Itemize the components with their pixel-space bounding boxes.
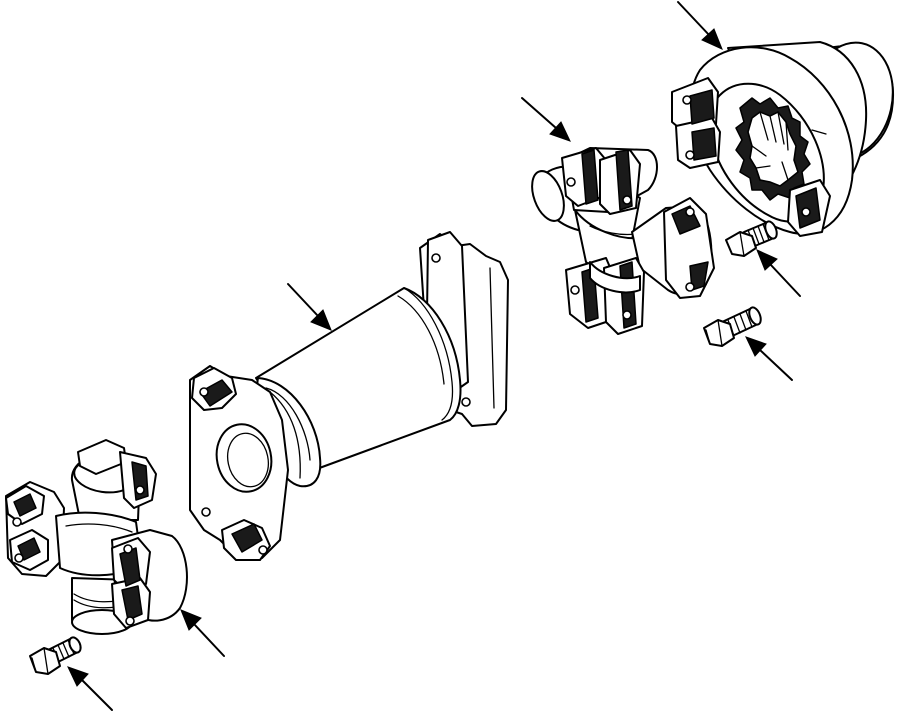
lower-cross bbox=[5, 439, 188, 635]
arrow-lower-bolt bbox=[67, 666, 113, 711]
callout-arrows bbox=[67, 1, 801, 711]
arrow-flange-yoke bbox=[677, 1, 723, 50]
upper-bolt-2 bbox=[703, 306, 762, 347]
flange-yoke bbox=[671, 41, 895, 237]
upper-cross bbox=[531, 147, 715, 335]
lower-bolt bbox=[29, 636, 82, 675]
arrow-upper-cross bbox=[521, 97, 571, 142]
arrow-upper-bolt-2 bbox=[745, 336, 793, 381]
upper-bolt-1 bbox=[725, 220, 778, 257]
drive-shaft bbox=[189, 231, 509, 561]
arrow-lower-cross bbox=[180, 609, 225, 657]
arrow-upper-bolt-1 bbox=[756, 249, 801, 297]
arrow-drive-shaft bbox=[287, 283, 332, 331]
